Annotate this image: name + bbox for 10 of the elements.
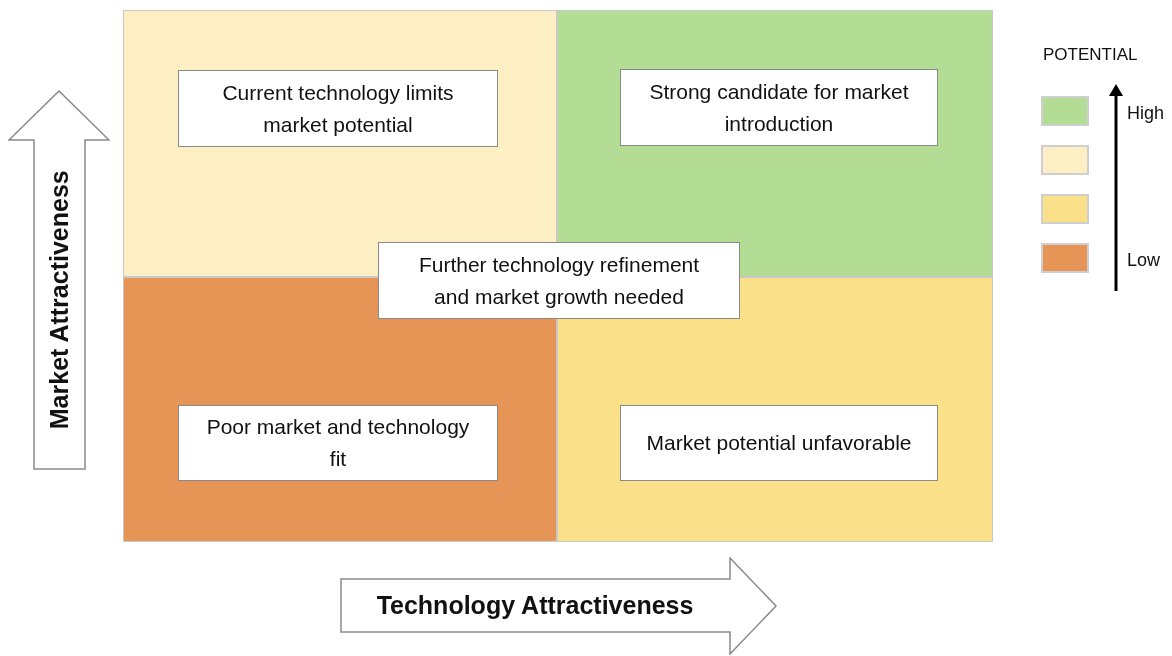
text-box: Strong candidate for market introduction xyxy=(620,69,938,146)
up-arrow-shape: Market Attractiveness xyxy=(8,90,110,470)
legend-label: Low xyxy=(1127,249,1161,272)
legend-label: High xyxy=(1127,102,1165,125)
text-box: Further technology refinement and market growth needed xyxy=(378,242,740,319)
legend-title: POTENTIAL xyxy=(1043,44,1138,66)
text-box: Market potential unfavorable xyxy=(620,405,938,481)
text-box: Poor market and technology fit xyxy=(178,405,498,481)
right-arrow-shape: Technology Attractiveness xyxy=(340,557,777,655)
text-box: Current technology limits market potential xyxy=(178,70,498,147)
